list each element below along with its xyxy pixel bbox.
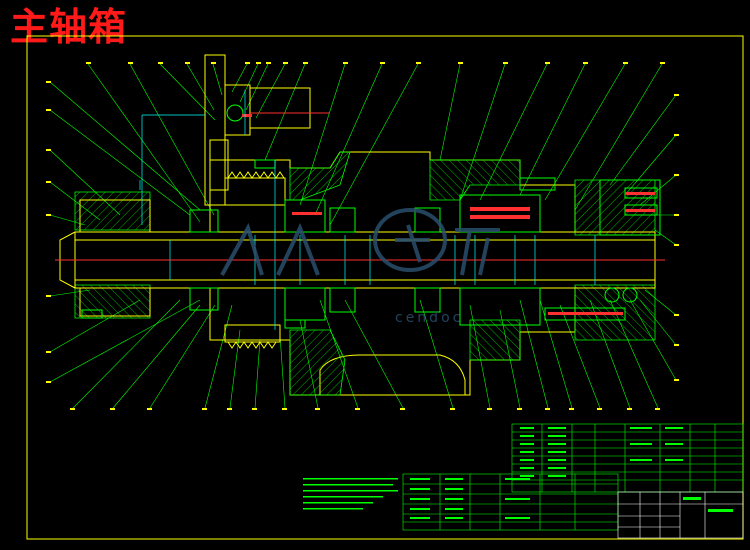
section-hatching (74, 151, 656, 396)
top-leader-lines (87, 63, 677, 246)
technical-notes-lines (303, 478, 398, 510)
watermark-logo (220, 208, 500, 276)
drawing-frame (26, 35, 744, 540)
title-block (617, 491, 744, 539)
table-text-marks (410, 427, 733, 519)
watermark-text: cendoc (395, 310, 464, 326)
parts-list-table (402, 423, 744, 531)
callout-marks (46, 62, 679, 410)
drawing-title: 主轴箱 (10, 4, 128, 49)
center-line (55, 112, 665, 261)
bearings (81, 104, 661, 329)
gear-train (204, 54, 311, 349)
bolts (242, 114, 655, 315)
